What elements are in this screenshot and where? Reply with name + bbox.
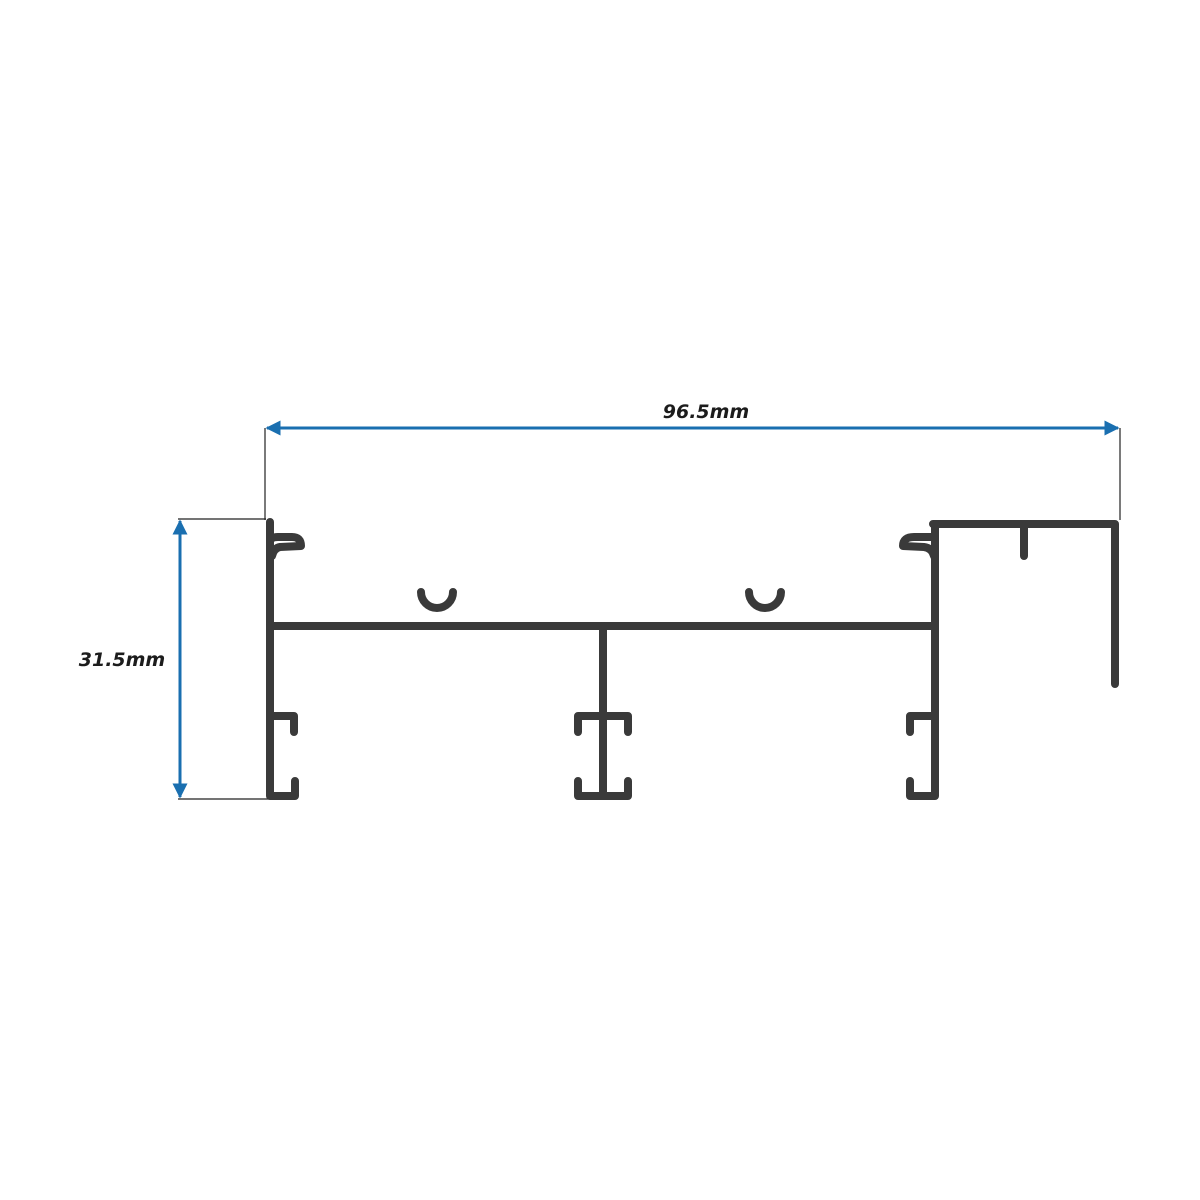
extension-lines	[178, 428, 1121, 800]
aluminium-profile	[266, 518, 1119, 800]
height-label: 31.5mm	[79, 649, 165, 671]
width-label: 96.5mm	[663, 401, 749, 423]
